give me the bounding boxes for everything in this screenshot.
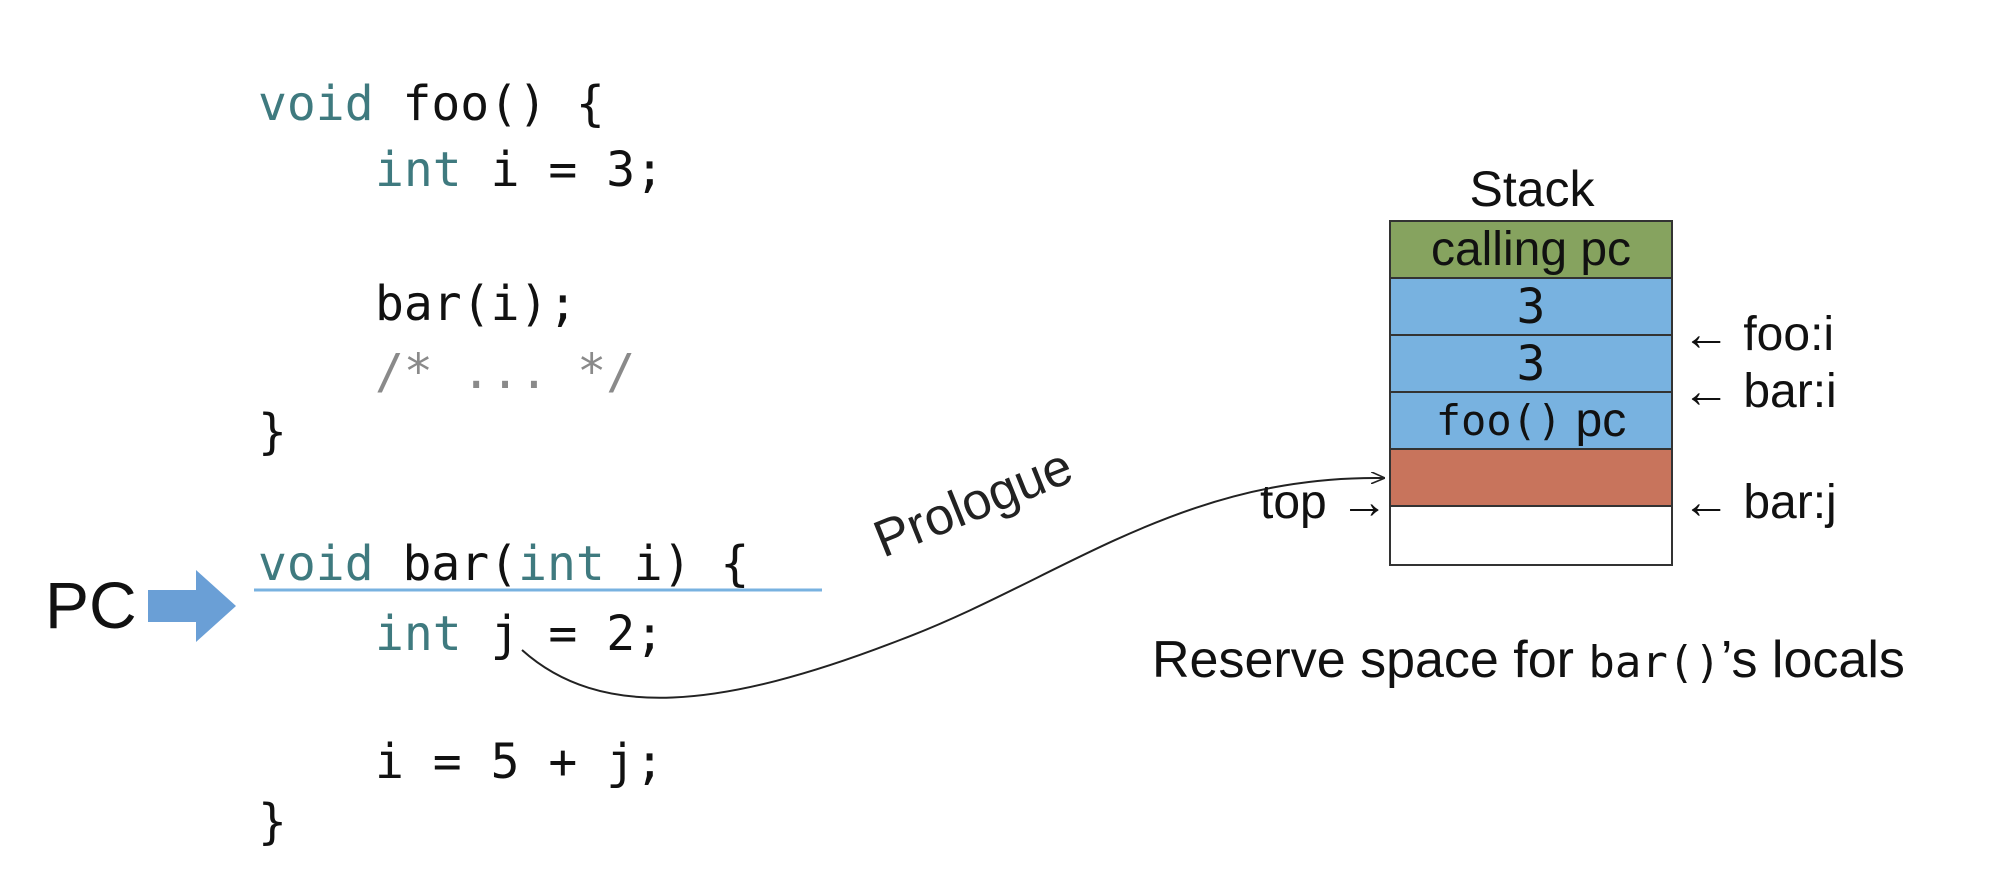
prologue-curve	[521, 478, 1384, 699]
stack-cell-foo-pc: foo() pc	[1391, 393, 1671, 450]
cell-text-mono: foo()	[1435, 396, 1563, 445]
cell-text: calling pc	[1430, 223, 1632, 276]
caption-mono: bar()	[1588, 637, 1721, 688]
keyword: int	[518, 536, 605, 592]
label-top: top →	[1260, 476, 1389, 529]
caption: Reserve space for bar()’s locals	[1152, 630, 1905, 690]
pc-arrow-icon	[148, 570, 236, 642]
code-text: bar(	[373, 536, 519, 592]
foo-signature: void foo() {	[258, 80, 605, 128]
cell-text: pc	[1562, 394, 1627, 447]
bar-signature: void bar(int i) {	[258, 540, 749, 588]
code-text: i) {	[604, 536, 750, 592]
stack-cell-bar-i: 3	[1391, 336, 1671, 393]
code-text: j = 2;	[461, 606, 664, 662]
bar-assignment: i = 5 + j;	[375, 734, 664, 790]
stack-cell-calling-pc: calling pc	[1391, 222, 1671, 279]
bar-close-brace: }	[258, 794, 287, 850]
stack: calling pc 3 3 foo() pc	[1389, 220, 1673, 566]
code-text: foo() {	[373, 76, 605, 132]
keyword: int	[375, 142, 462, 198]
caption-text: Reserve space for	[1152, 631, 1589, 689]
stack-cell-empty	[1391, 507, 1671, 564]
cell-text: 3	[1516, 279, 1546, 335]
stack-cell-bar-j	[1391, 450, 1671, 507]
stack-cell-foo-i: 3	[1391, 279, 1671, 336]
bar-declaration: int j = 2;	[375, 610, 664, 658]
code-text: i = 3;	[461, 142, 664, 198]
caption-text: ’s locals	[1720, 631, 1905, 689]
keyword: void	[258, 536, 374, 592]
keyword: int	[375, 606, 462, 662]
label-bar-i: ← bar:i	[1682, 365, 1837, 418]
foo-call: bar(i);	[375, 276, 578, 332]
foo-declaration: int i = 3;	[375, 146, 664, 194]
foo-close-brace: }	[258, 404, 287, 460]
label-foo-i: ← foo:i	[1682, 308, 1835, 361]
pc-label: PC	[45, 568, 137, 642]
label-bar-j: ← bar:j	[1682, 476, 1837, 529]
keyword: void	[258, 76, 374, 132]
foo-comment: /* ... */	[375, 344, 636, 400]
stack-title: Stack	[1469, 161, 1595, 217]
cell-text: 3	[1516, 336, 1546, 392]
